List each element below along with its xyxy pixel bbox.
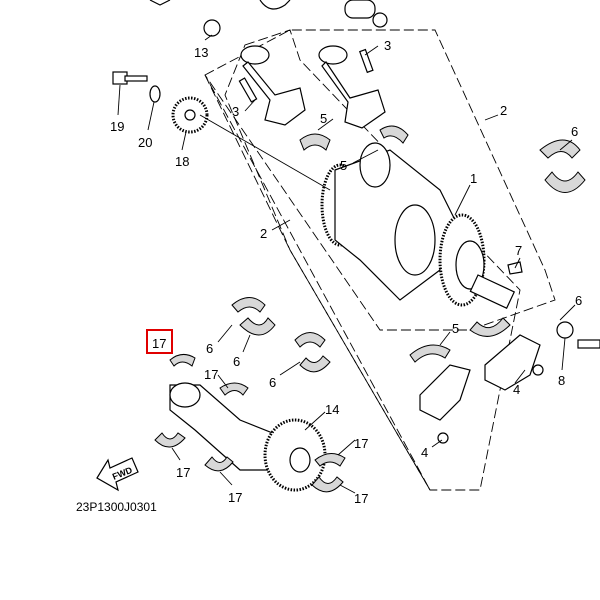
bearing-shells <box>231 125 586 373</box>
balancer-shaft-14 <box>169 382 327 492</box>
selected-callout-highlight <box>146 329 173 354</box>
callout-4[interactable]: 4 <box>421 445 428 460</box>
callout-2[interactable]: 2 <box>500 103 507 118</box>
assembly-outline-conrod <box>224 29 521 491</box>
callouts: 13 3 3 19 20 18 5 5 2 6 1 2 7 6 6 6 6 5 … <box>110 38 582 506</box>
callout-17[interactable]: 17 <box>354 436 368 451</box>
callout-6[interactable]: 6 <box>233 354 240 369</box>
callout-6[interactable]: 6 <box>269 375 276 390</box>
callout-3[interactable]: 3 <box>384 38 391 53</box>
diagram-code: 23P1300J0301 <box>76 500 157 514</box>
callout-17[interactable]: 17 <box>228 490 242 505</box>
callout-8[interactable]: 8 <box>558 373 565 388</box>
bolt-19 <box>112 71 148 85</box>
callout-18[interactable]: 18 <box>175 154 189 169</box>
callout-5[interactable]: 5 <box>452 321 459 336</box>
callout-2[interactable]: 2 <box>260 226 267 241</box>
connecting-rod-right <box>318 45 386 129</box>
callout-3[interactable]: 3 <box>232 104 239 119</box>
callout-4[interactable]: 4 <box>513 382 520 397</box>
callout-6[interactable]: 6 <box>206 341 213 356</box>
washer-8 <box>556 321 574 339</box>
callout-1[interactable]: 1 <box>470 171 477 186</box>
callout-17[interactable]: 17 <box>176 465 190 480</box>
forward-direction-arrow: FWD <box>96 457 139 492</box>
leader-lines <box>117 34 576 494</box>
callout-19[interactable]: 19 <box>110 119 124 134</box>
callout-14[interactable]: 14 <box>325 402 339 417</box>
callout-20[interactable]: 20 <box>138 135 152 150</box>
callout-6[interactable]: 6 <box>575 293 582 308</box>
bearing-cap-4 <box>419 334 544 444</box>
assembly-outline-left <box>204 74 431 491</box>
assembly-outline-upper <box>204 29 556 331</box>
callout-5[interactable]: 5 <box>320 111 327 126</box>
washer-20 <box>149 85 161 103</box>
piston-pin-parts <box>149 0 388 37</box>
callout-5[interactable]: 5 <box>340 158 347 173</box>
callout-17[interactable]: 17 <box>354 491 368 506</box>
sprocket-hub <box>184 109 196 121</box>
callout-6[interactable]: 6 <box>571 124 578 139</box>
connecting-rod-left <box>238 45 306 126</box>
callout-7[interactable]: 7 <box>515 243 522 258</box>
callout-17[interactable]: 17 <box>204 367 218 382</box>
callout-13[interactable]: 13 <box>194 45 208 60</box>
callout-17-selected[interactable]: 17 <box>152 336 166 351</box>
bolt-8 <box>577 339 600 349</box>
crankshaft-1 <box>199 114 516 310</box>
